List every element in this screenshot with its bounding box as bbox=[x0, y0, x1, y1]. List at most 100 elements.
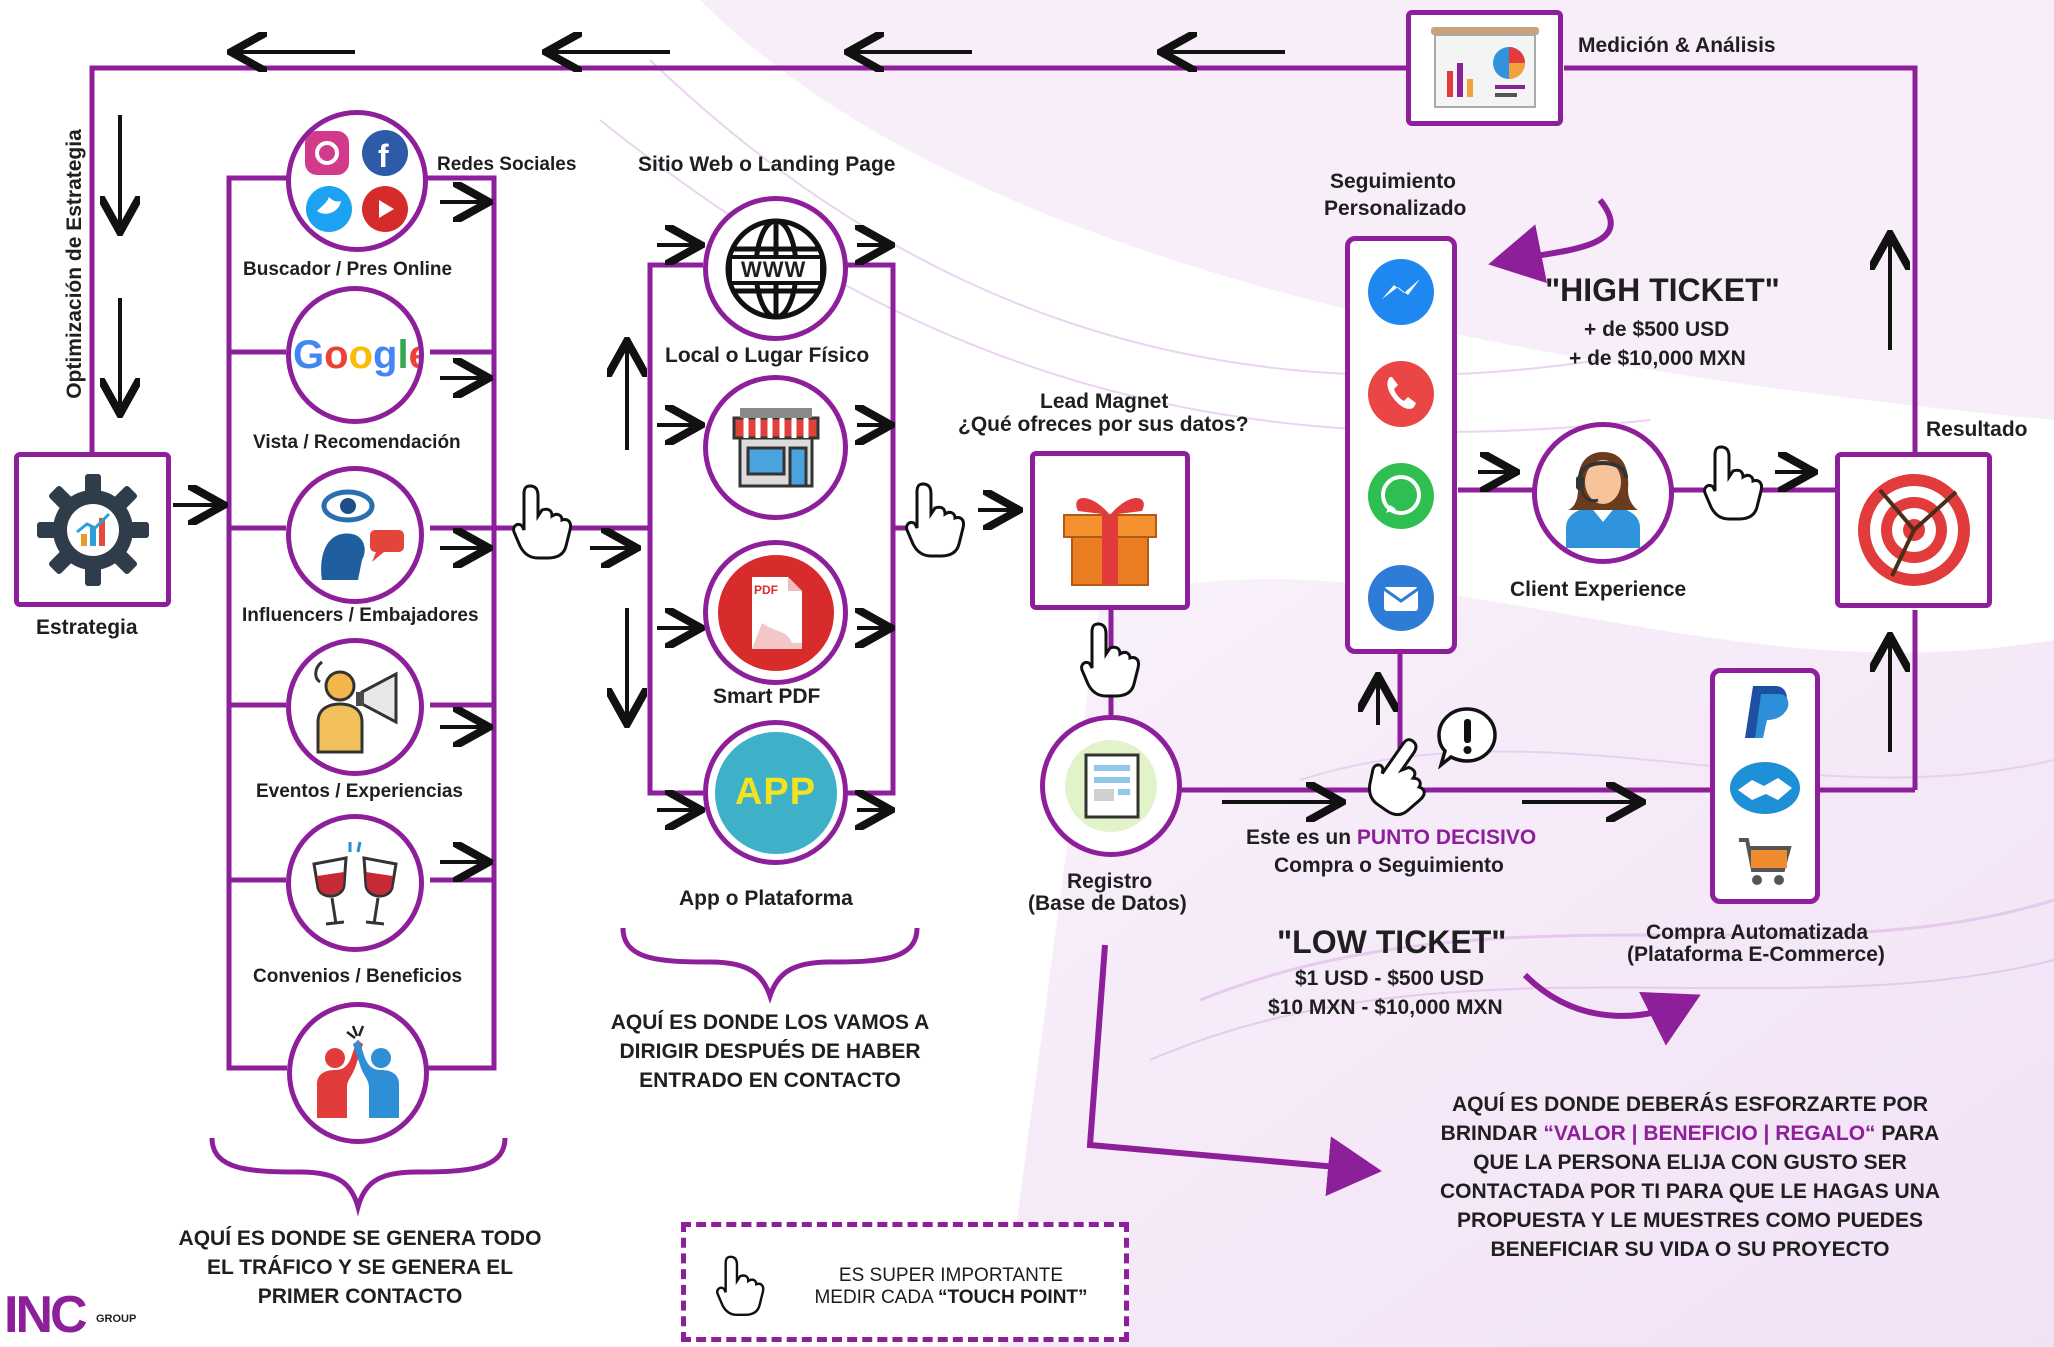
registry-title: Registro bbox=[1067, 870, 1153, 893]
decision-highlight: PUNTO DECISIVO bbox=[1356, 826, 1537, 849]
inc-group-logo: INC GROUP bbox=[4, 1285, 144, 1345]
value-caption-post: PARA QUE LA PERSONA ELIJA CON GUSTO SER … bbox=[1439, 1122, 1941, 1261]
app-label: App o Plataforma bbox=[679, 887, 853, 910]
eye-speech-icon bbox=[321, 489, 404, 580]
form-document-icon bbox=[1065, 740, 1157, 832]
referral-label: Vista / Recomendación bbox=[253, 432, 461, 453]
website-label: Sitio Web o Landing Page bbox=[638, 153, 896, 176]
measurement-label: Medición & Análisis bbox=[1578, 34, 1776, 57]
globe-www-icon bbox=[725, 218, 826, 319]
events-label: Eventos / Experiencias bbox=[256, 781, 463, 802]
whatsapp-icon bbox=[1368, 463, 1434, 529]
decision-prefix: Este es un bbox=[1246, 826, 1357, 849]
gift-box-icon bbox=[1063, 497, 1157, 586]
agreements-node bbox=[287, 1002, 429, 1144]
influencers-node bbox=[286, 638, 424, 776]
search-node: Google bbox=[286, 286, 424, 424]
app-icon: APP bbox=[714, 731, 837, 854]
facebook-icon bbox=[362, 130, 408, 176]
lead-magnet-node bbox=[1030, 451, 1190, 610]
store-icon bbox=[732, 407, 819, 487]
high-ticket-title: "HIGH TICKET" bbox=[1545, 272, 1780, 308]
google-logo-icon: Google bbox=[293, 333, 419, 377]
www-text: WWW bbox=[741, 257, 807, 282]
smart-pdf-node: PDF bbox=[703, 540, 848, 685]
megaphone-person-icon bbox=[314, 660, 398, 754]
touch-point-note: ES SUPER IMPORTANTE MEDIR CADA “TOUCH PO… bbox=[681, 1222, 1129, 1342]
svg-text:f: f bbox=[378, 138, 389, 174]
lead-magnet-title: Lead Magnet bbox=[1040, 390, 1169, 413]
search-label: Buscador / Pres Online bbox=[243, 259, 453, 280]
touch-point-prefix: MEDIR CADA bbox=[814, 1287, 938, 1308]
low-ticket-mxn: $10 MXN - $10,000 MXN bbox=[1268, 996, 1503, 1019]
hand-pointer-icon bbox=[1368, 738, 1426, 817]
hand-pointer-icon bbox=[512, 484, 572, 560]
touch-point-line1: ES SUPER IMPORTANTE bbox=[838, 1265, 1064, 1286]
hand-pointer-icon bbox=[905, 482, 965, 558]
website-node: WWW bbox=[703, 196, 848, 341]
client-experience-node bbox=[1532, 422, 1674, 564]
wine-glasses-icon bbox=[312, 841, 398, 926]
touch-point-line2: MEDIR CADA “TOUCH POINT” bbox=[786, 1287, 1116, 1309]
value-caption-pre: AQUÍ ES DONDE DEBERÁS ESFORZARTE POR BRI… bbox=[1440, 1093, 1929, 1145]
strategy-node bbox=[14, 452, 171, 607]
agreements-label: Convenios / Beneficios bbox=[253, 966, 463, 987]
svg-text:Google: Google bbox=[293, 333, 419, 377]
low-ticket-usd: $1 USD - $500 USD bbox=[1295, 967, 1485, 990]
ecommerce-title: Compra Automatizada bbox=[1646, 921, 1869, 944]
referral-node bbox=[286, 466, 424, 604]
pdf-icon bbox=[717, 554, 834, 671]
hand-pointer-icon bbox=[1080, 622, 1140, 698]
shopping-cart-icon bbox=[1739, 838, 1792, 885]
influencers-label: Influencers / Embajadores bbox=[242, 605, 479, 626]
followup-node bbox=[1345, 236, 1457, 654]
app-icon-text: APP bbox=[734, 771, 817, 813]
high-ticket-usd: + de $500 USD bbox=[1584, 318, 1730, 341]
ecommerce-node bbox=[1710, 668, 1820, 904]
alert-icon bbox=[1437, 707, 1497, 769]
touch-point-text: ES SUPER IMPORTANTE MEDIR CADA “TOUCH PO… bbox=[786, 1265, 1116, 1309]
logo-main-text: INC bbox=[4, 1286, 88, 1344]
local-label: Local o Lugar Físico bbox=[665, 344, 870, 367]
high-ticket-mxn: + de $10,000 MXN bbox=[1569, 347, 1746, 370]
instagram-icon bbox=[305, 131, 349, 175]
hand-pointer-icon bbox=[716, 1255, 765, 1317]
social-media-node: f bbox=[286, 110, 428, 252]
traffic-caption: AQUÍ ES DONDE SE GENERA TODO EL TRÁFICO … bbox=[178, 1227, 542, 1308]
value-caption-highlight: “VALOR | BENEFICIO | REGALO“ bbox=[1543, 1122, 1876, 1145]
smart-pdf-label: Smart PDF bbox=[713, 685, 821, 708]
support-agent-icon bbox=[1566, 452, 1640, 548]
registry-subtitle: (Base de Datos) bbox=[1028, 892, 1187, 915]
low-ticket-title: "LOW TICKET" bbox=[1277, 924, 1507, 960]
ecommerce-subtitle: (Plataforma E-Commerce) bbox=[1627, 943, 1885, 966]
messenger-icon bbox=[1368, 259, 1434, 325]
registry-node bbox=[1040, 715, 1182, 857]
high-five-icon bbox=[317, 1025, 399, 1118]
followup-subtitle: Personalizado bbox=[1324, 197, 1467, 220]
social-label: Redes Sociales bbox=[437, 154, 577, 175]
decision-text: Este es un PUNTO DECISIVO bbox=[1246, 826, 1536, 850]
target-icon bbox=[1857, 474, 1970, 586]
pdf-icon-text: PDF bbox=[754, 583, 778, 597]
hand-pointer-icon bbox=[1703, 445, 1763, 521]
strategy-label: Estrategia bbox=[36, 616, 138, 639]
local-node bbox=[703, 375, 848, 520]
result-label: Resultado bbox=[1926, 418, 2028, 441]
email-icon bbox=[1368, 565, 1434, 631]
lead-magnet-question: ¿Qué ofreces por sus datos? bbox=[958, 413, 1249, 436]
analytics-board-icon bbox=[1430, 27, 1539, 108]
app-node: APP bbox=[703, 720, 848, 865]
events-node bbox=[286, 814, 424, 952]
logo-sub-text: GROUP bbox=[96, 1313, 137, 1325]
mercadopago-handshake-icon bbox=[1730, 762, 1800, 814]
social-icons: f bbox=[305, 130, 408, 232]
followup-title: Seguimiento bbox=[1330, 170, 1457, 193]
client-experience-label: Client Experience bbox=[1510, 578, 1687, 601]
optimization-vertical-label: Optimización de Estrategia bbox=[62, 129, 86, 399]
paypal-icon bbox=[1745, 686, 1789, 738]
destinations-caption: AQUÍ ES DONDE LOS VAMOS A DIRIGIR DESPUÉ… bbox=[610, 1011, 930, 1092]
result-node bbox=[1835, 452, 1992, 608]
gear-chart-icon bbox=[36, 473, 149, 586]
